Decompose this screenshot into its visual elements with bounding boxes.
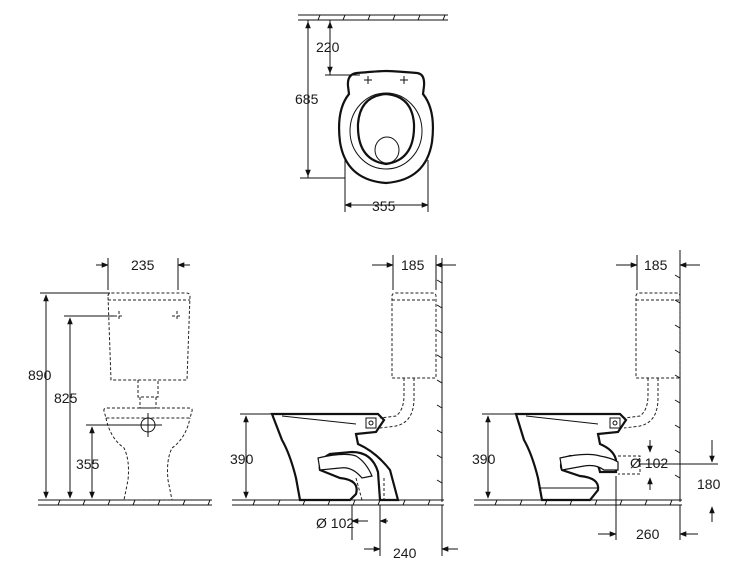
side-view-floor-cistern xyxy=(379,292,437,429)
top-view-dim-685: 685 xyxy=(295,91,319,107)
front-view-dim-825: 825 xyxy=(54,390,78,406)
front-view-dim-890: 890 xyxy=(28,367,52,383)
side-view-floor-dim-185: 185 xyxy=(401,257,425,273)
side-view-wall-bowl xyxy=(514,412,641,502)
front-view-floor xyxy=(38,499,212,506)
side-view-floor-outlet: 185 390 Ø 102 240 xyxy=(230,255,458,561)
side-view-wall-dimensions: 185 390 Ø 102 180 260 xyxy=(472,255,721,542)
side-view-floor-dimensions: 185 390 Ø 102 240 xyxy=(230,255,458,561)
cistern-fixing-holes xyxy=(114,311,182,321)
top-view-dimensions: 220 685 355 xyxy=(295,20,429,214)
front-view-bowl xyxy=(103,407,193,501)
side-view-wall-dim-outlet-diameter: Ø 102 xyxy=(630,455,668,471)
top-view: 220 685 355 xyxy=(295,14,448,214)
side-view-wall-dim-260: 260 xyxy=(636,526,660,542)
side-view-floor-bowl xyxy=(270,412,400,502)
top-view-wall xyxy=(298,14,448,21)
top-view-fixing-holes xyxy=(364,76,408,84)
side-view-wall-dim-185: 185 xyxy=(644,257,668,273)
front-view-dimensions: 235 890 825 355 xyxy=(28,257,190,499)
top-view-bowl xyxy=(337,69,435,185)
top-view-dim-220: 220 xyxy=(316,39,340,55)
side-view-wall-cistern xyxy=(623,292,681,429)
side-view-floor-dim-outlet-diameter: Ø 102 xyxy=(316,515,354,531)
front-view-cistern xyxy=(107,292,191,409)
side-view-floor-dim-390: 390 xyxy=(230,451,254,467)
front-view-dim-355: 355 xyxy=(76,456,100,472)
front-view: 235 890 825 355 xyxy=(28,257,212,506)
side-view-wall-outlet: 185 390 Ø 102 180 260 xyxy=(472,250,721,542)
side-view-floor-dim-240: 240 xyxy=(393,545,417,561)
top-view-dim-355: 355 xyxy=(372,198,396,214)
front-view-dim-235: 235 xyxy=(131,257,155,273)
side-view-wall-dim-180: 180 xyxy=(697,476,721,492)
side-view-wall-dim-390: 390 xyxy=(472,451,496,467)
